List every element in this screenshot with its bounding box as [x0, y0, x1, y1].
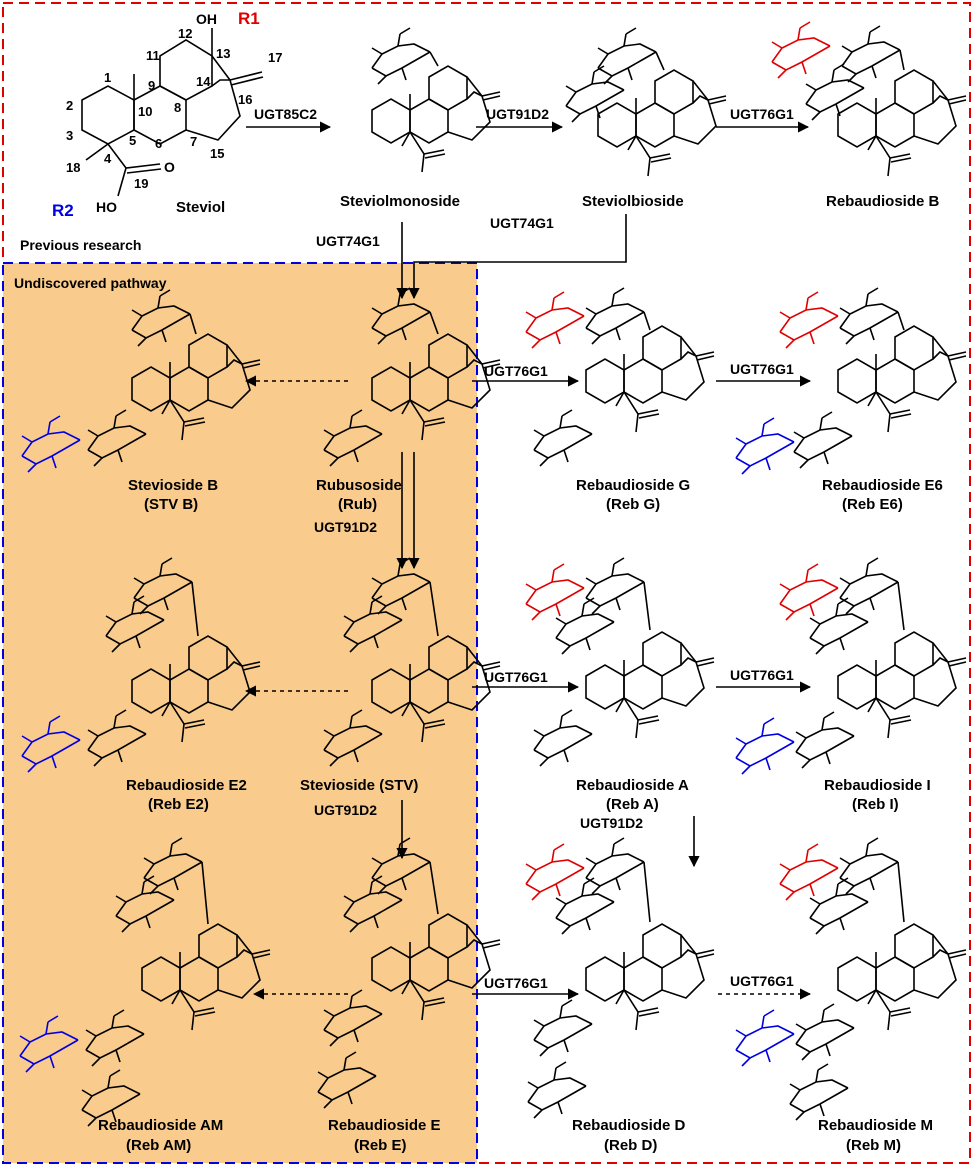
undiscovered-pathway-frame	[2, 262, 478, 1164]
steviol-c19: 19	[134, 176, 148, 191]
enzyme-ugt91d2-a-d: UGT91D2	[580, 815, 643, 831]
enzyme-ugt76g1-e-d: UGT76G1	[484, 975, 548, 991]
stevioside-structure	[323, 557, 501, 767]
reb-b-label: Rebaudioside B	[826, 193, 940, 210]
reb-e-name: Rebaudioside E	[328, 1117, 441, 1134]
reb-d-abbr: (Reb D)	[604, 1137, 657, 1154]
reb-b-structure	[771, 21, 967, 177]
steviol-oh: OH	[196, 11, 217, 27]
steviol-c1: 1	[104, 70, 111, 85]
enzyme-ugt74g1-right: UGT74G1	[490, 215, 554, 231]
reb-e6-abbr: (Reb E6)	[842, 496, 903, 513]
enzyme-ugt76g1-g-e6: UGT76G1	[730, 361, 794, 377]
steviol-c5: 5	[129, 133, 136, 148]
steviolbioside-label: Steviolbioside	[582, 193, 684, 210]
reb-am-structure	[19, 837, 271, 1127]
steviol-c4: 4	[104, 151, 112, 166]
reb-a-structure	[525, 557, 715, 767]
steviol-c7: 7	[190, 134, 197, 149]
arrow-steviolbioside-to-stevioside	[408, 214, 627, 300]
steviol-c8: 8	[174, 100, 181, 115]
stv-b-abbr: (STV B)	[144, 496, 198, 513]
rub-abbr: (Rub)	[338, 496, 377, 513]
r1-label: R1	[238, 9, 260, 28]
reb-a-name: Rebaudioside A	[576, 777, 689, 794]
rubusoside-structure	[323, 287, 501, 467]
reb-am-abbr: (Reb AM)	[126, 1137, 191, 1154]
steviol-c18: 18	[66, 160, 80, 175]
steviol-carbonyl-o: O	[164, 159, 175, 175]
reb-i-structure	[735, 557, 967, 775]
steviol-ho: HO	[96, 199, 117, 215]
reb-m-structure	[735, 837, 967, 1121]
reb-e-abbr: (Reb E)	[354, 1137, 407, 1154]
steviol-c16: 16	[238, 92, 252, 107]
stevioside-label: Stevioside (STV)	[300, 777, 418, 794]
steviol-c9: 9	[148, 78, 155, 93]
enzyme-ugt76g1-rub-g: UGT76G1	[484, 363, 548, 379]
reb-a-abbr: (Reb A)	[606, 796, 659, 813]
stv-b-name: Stevioside B	[128, 477, 218, 494]
steviol-c15: 15	[210, 146, 224, 161]
enzyme-ugt74g1-left: UGT74G1	[316, 233, 380, 249]
steviol-label: Steviol	[176, 199, 225, 216]
enzyme-ugt91d2-rub-stv: UGT91D2	[314, 519, 377, 535]
previous-research-label: Previous research	[20, 237, 141, 253]
enzyme-ugt91d2-stv-e: UGT91D2	[314, 802, 377, 818]
steviol-c2: 2	[66, 98, 73, 113]
steviolmonoside-structure	[371, 27, 501, 173]
enzyme-ugt85c2: UGT85C2	[254, 106, 317, 122]
enzyme-ugt76g1-a-i: UGT76G1	[730, 667, 794, 683]
reb-e6-structure	[735, 287, 967, 475]
steviol-c12: 12	[178, 26, 192, 41]
undiscovered-pathway-fill	[3, 263, 477, 1163]
reb-i-abbr: (Reb I)	[852, 796, 899, 813]
reb-g-name: Rebaudioside G	[576, 477, 690, 494]
reb-e2-name: Rebaudioside E2	[126, 777, 247, 794]
steviol-c17: 17	[268, 50, 282, 65]
steviol-c13: 13	[216, 46, 230, 61]
reb-am-name: Rebaudioside AM	[98, 1117, 223, 1134]
reb-m-name: Rebaudioside M	[818, 1117, 933, 1134]
steviol-c6: 6	[155, 136, 162, 151]
steviol-c11: 11	[146, 48, 160, 63]
enzyme-ugt91d2-top: UGT91D2	[486, 106, 549, 122]
enzyme-ugt76g1-d-m: UGT76G1	[730, 973, 794, 989]
reb-e2-abbr: (Reb E2)	[148, 796, 209, 813]
reb-e2-structure	[21, 557, 261, 773]
steviol-c3: 3	[66, 128, 73, 143]
steviolmonoside-label: Steviolmonoside	[340, 193, 460, 210]
r2-label: R2	[52, 201, 74, 220]
reb-m-abbr: (Reb M)	[846, 1137, 901, 1154]
rub-name: Rubusoside	[316, 477, 402, 494]
reb-e-structure	[317, 837, 501, 1109]
steviol-structure	[81, 28, 264, 197]
stv-b-structure	[21, 289, 261, 473]
reb-g-abbr: (Reb G)	[606, 496, 660, 513]
steviolbioside-structure	[565, 27, 727, 177]
reb-d-structure	[525, 837, 715, 1119]
steviol-c14: 14	[196, 74, 211, 89]
steviol-c10: 10	[138, 104, 152, 119]
reb-g-structure	[525, 287, 715, 467]
reb-e6-name: Rebaudioside E6	[822, 477, 943, 494]
reb-i-name: Rebaudioside I	[824, 777, 931, 794]
undiscovered-pathway-label: Undiscovered pathway	[14, 275, 167, 291]
enzyme-ugt76g1-top: UGT76G1	[730, 106, 794, 122]
reb-d-name: Rebaudioside D	[572, 1117, 686, 1134]
enzyme-ugt76g1-stv-a: UGT76G1	[484, 669, 548, 685]
